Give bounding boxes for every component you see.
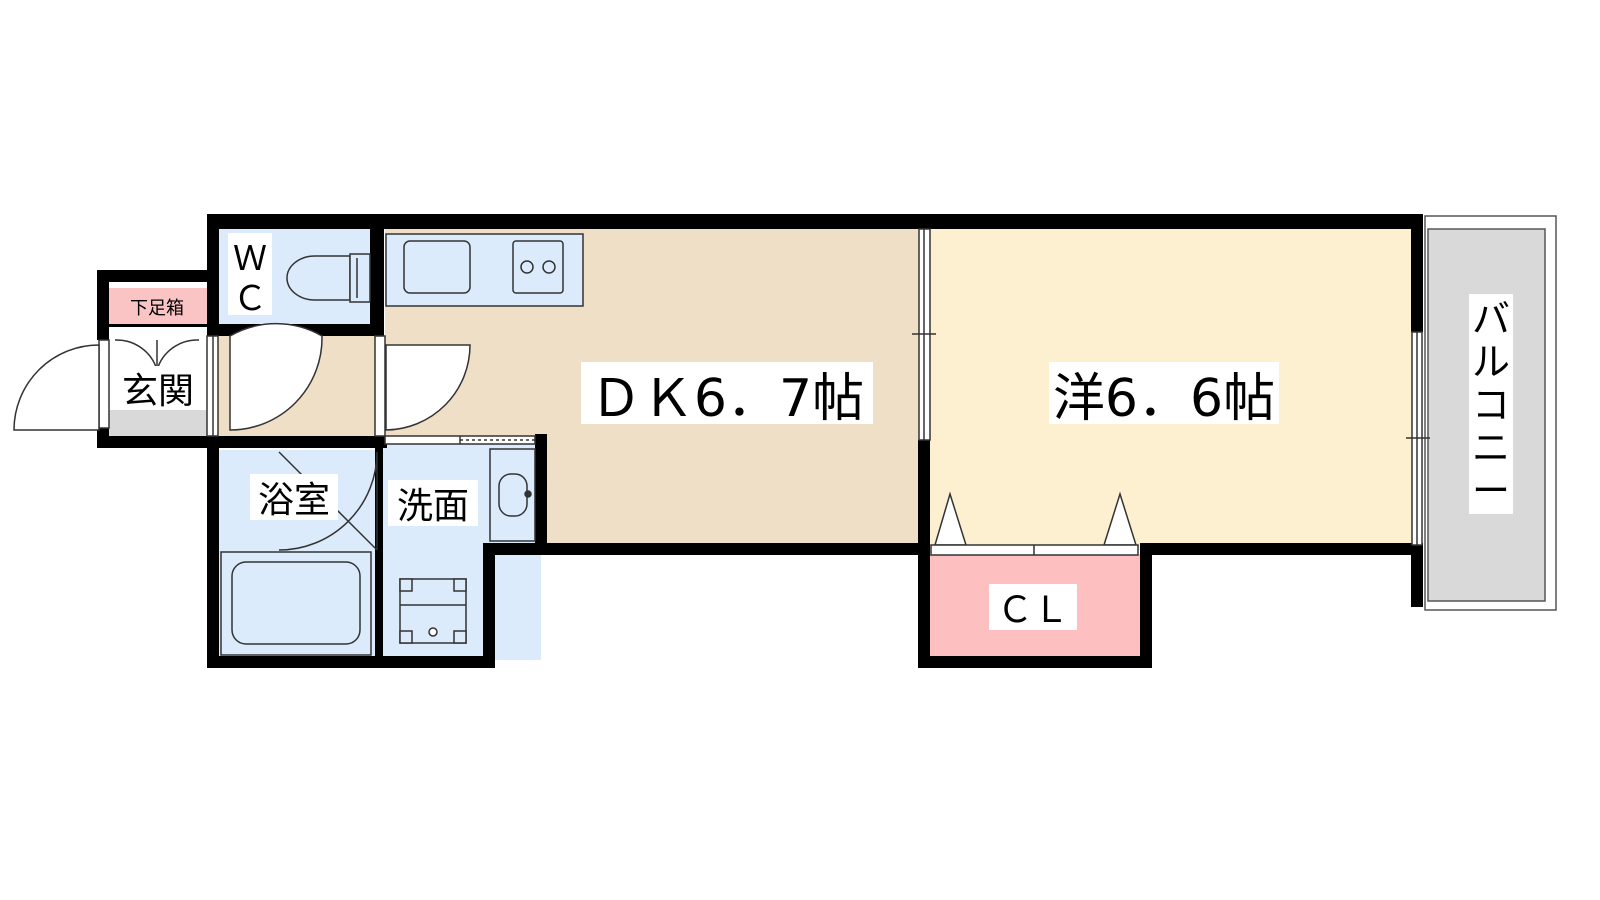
balcony-label-bg: [1469, 294, 1513, 514]
entrance-label-bg: [114, 366, 202, 410]
dk-label-bg: [581, 362, 873, 424]
dk-door-jamb: [374, 335, 386, 437]
washroom-label: 洗面: [397, 486, 469, 527]
western-label-bg: [1049, 362, 1279, 424]
walls: [97, 214, 1423, 668]
corridor-door-swing: [229, 322, 323, 431]
washroom-sliding-door: [384, 435, 536, 445]
dk-door-swing: [385, 344, 471, 431]
bath-door-swing: [278, 451, 378, 551]
kitchen-sink-icon: [403, 240, 471, 294]
entrance-door-swing: [13, 344, 100, 431]
balcony-label-char-1: バ: [1472, 297, 1510, 341]
shoe-box-label: 下足箱: [130, 298, 184, 319]
bathtub-icon: [231, 561, 361, 645]
balcony-window: [1406, 331, 1430, 546]
wc-label-line1: Ｗ: [233, 239, 267, 279]
dk-label: ＤＫ6．7帖: [590, 369, 864, 429]
washroom-label-bg: [388, 480, 478, 526]
shoe-box-fill: [107, 288, 207, 326]
balcony-label-char-2: ル: [1472, 340, 1510, 384]
stove-icon: [512, 240, 564, 294]
entrance-step: [107, 410, 207, 436]
closet-doors: [930, 491, 1139, 556]
western-room-label: 洋6．6帖: [1053, 369, 1275, 429]
closet-label-bg: [989, 584, 1077, 630]
entrance-label: 玄関: [122, 371, 194, 412]
balcony-label-char-3: コ: [1472, 383, 1510, 427]
sliding-partition: [912, 228, 936, 441]
closet-label: ＣＬ: [997, 590, 1069, 631]
wash-basin-icon: [489, 448, 536, 542]
wc-label-line2: Ｃ: [233, 279, 267, 319]
bath-label: 浴室: [258, 480, 330, 521]
washing-machine-pan-icon: [399, 578, 467, 644]
toilet-icon: [286, 253, 371, 303]
bath-label-bg: [250, 474, 338, 520]
balcony-label-char-5: ー: [1472, 469, 1510, 513]
balcony-label-char-4: ニ: [1472, 426, 1510, 470]
wc-label-bg: [228, 233, 272, 315]
